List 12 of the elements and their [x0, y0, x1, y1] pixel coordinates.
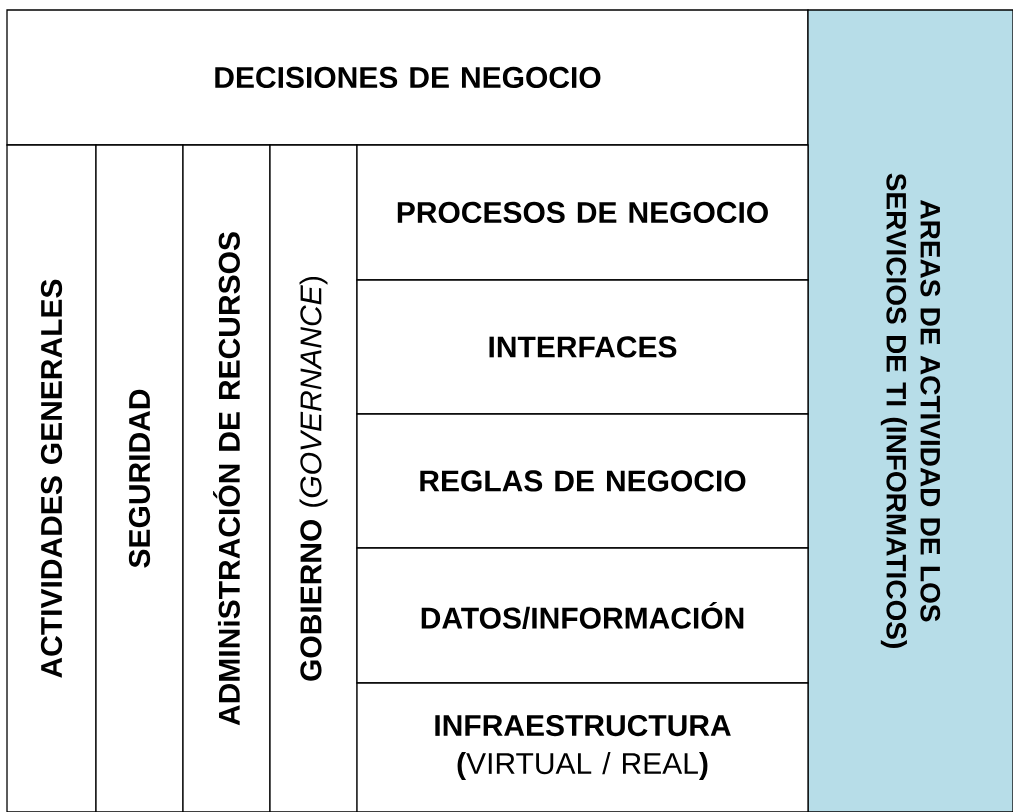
column-cell: ACTIVIDADES GENERALES: [6, 144, 97, 812]
header-cell: DECISIONES DE NEGOCIO: [6, 9, 809, 146]
column-cell: GOBIERNO (GOVERNANCE): [269, 144, 358, 812]
layer-cell: REGLAS DE NEGOCIO: [356, 413, 809, 549]
layer-cell: DATOS/INFORMACIÓN: [356, 547, 809, 684]
node-label: SEGURIDAD: [128, 389, 151, 568]
layer-cell: PROCESOS DE NEGOCIO: [356, 144, 809, 281]
side-column: AREAS DE ACTIVIDAD DE LOS SERVICIOS DE TI (INFORMATICOS): [807, 9, 1013, 812]
column-cell: SEGURIDAD: [95, 144, 184, 812]
layer-cell: INFRAESTRUCTURA (VIRTUAL / REAL): [356, 682, 809, 812]
layer-cell: INTERFACES: [356, 279, 809, 415]
column-cell: ADMINiSTRACIÓN DE RECURSOS: [182, 144, 271, 812]
